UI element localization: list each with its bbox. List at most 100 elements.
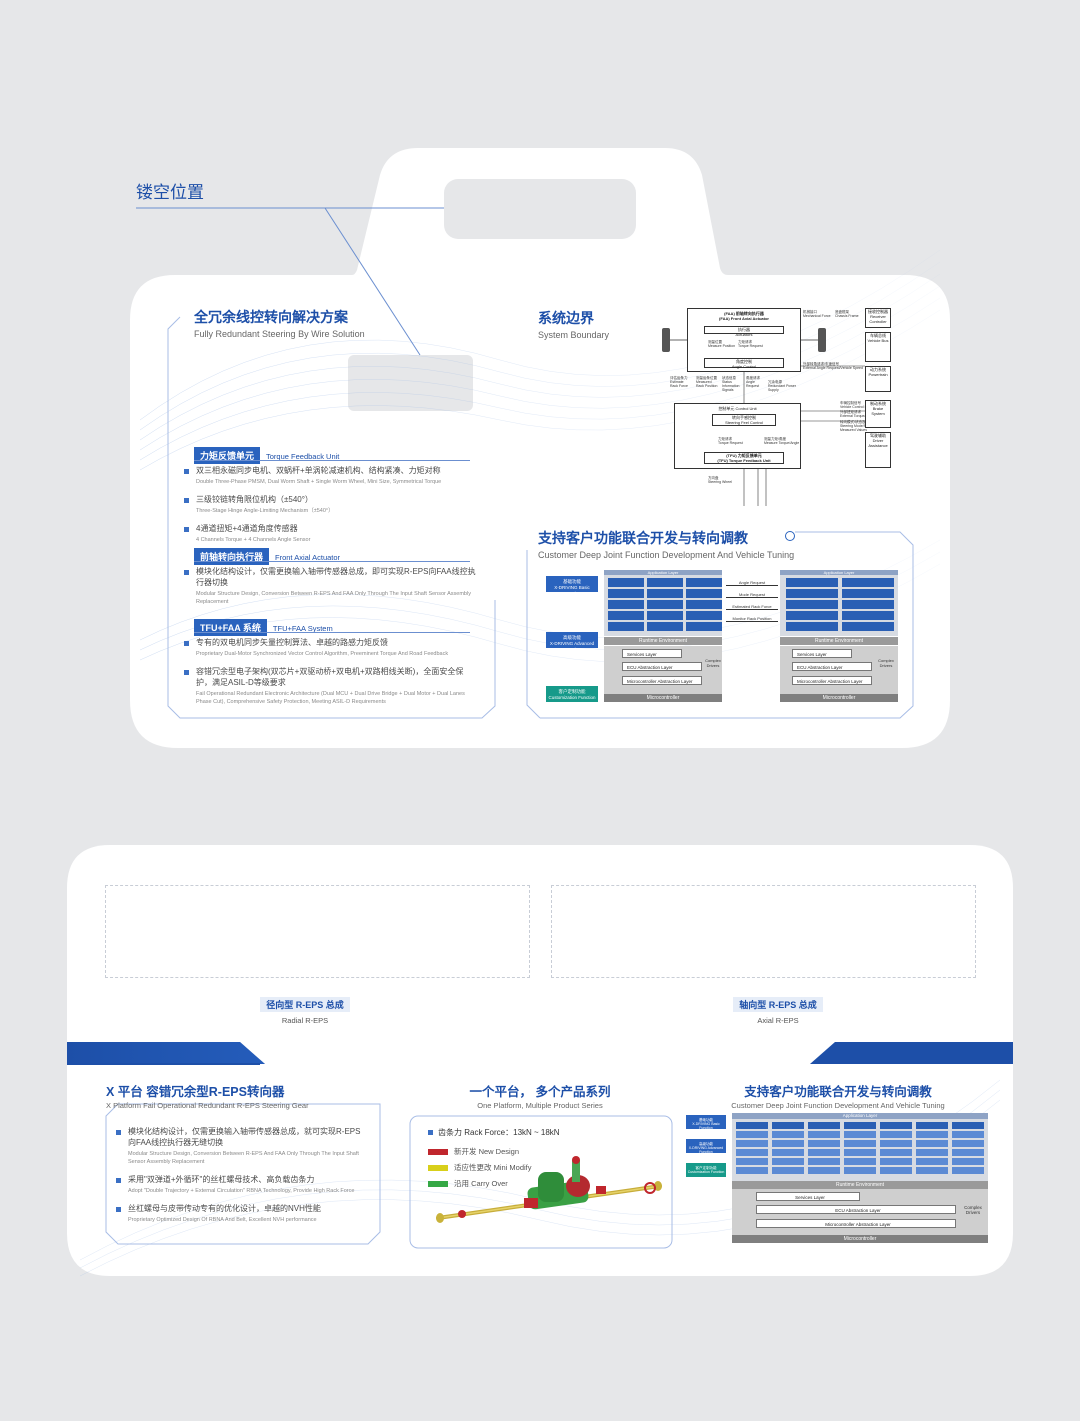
app-module-tile xyxy=(842,589,894,598)
microcontroller-bar: Microcontroller xyxy=(732,1235,988,1243)
app-module-tile xyxy=(772,1167,804,1174)
app-module-tile xyxy=(608,600,644,609)
x-platform-title: X 平台 容错冗余型R-EPS转向器 xyxy=(106,1085,285,1099)
system-boundary-diagram: (FAA) 前轴转向执行器 (FAA) Front Axial Actuator… xyxy=(660,306,895,506)
app-module-tile xyxy=(608,622,644,631)
bullet-icon xyxy=(428,1130,433,1136)
app-module-tile xyxy=(808,1140,840,1147)
legend-swatch xyxy=(428,1181,448,1188)
basic-function-label: 基础功能 X-DRIVING Basic Function xyxy=(546,576,598,596)
actuators-box: 执行器 Actuators xyxy=(704,326,784,337)
app-module-tile xyxy=(952,1167,984,1174)
angle-request-label: 角度请求 Angle Request xyxy=(746,376,760,388)
system-boundary-header: 系统边界 System Boundary xyxy=(538,308,609,340)
app-module-tile xyxy=(842,578,894,587)
app-module-tile xyxy=(647,578,683,587)
app-module-tile xyxy=(736,1158,768,1165)
app-module-tile xyxy=(952,1122,984,1129)
app-module-tile xyxy=(842,600,894,609)
customer-dev-subtitle: Customer Deep Joint Function Development… xyxy=(538,550,795,560)
legend-item: 沿用 Carry Over xyxy=(428,1178,532,1189)
list-item: 容错冗余型电子架构(双芯片+双驱动桥+双电机+双路相线关断)，全面安全保护，满足… xyxy=(184,666,479,706)
customization-label: 客户定制功能 Customization Function xyxy=(686,1163,726,1177)
measure-label: 测量位置 Measure Position xyxy=(708,340,736,348)
app-module-tile xyxy=(880,1167,912,1174)
app-module-tile xyxy=(952,1131,984,1138)
services-layer: Services Layer xyxy=(756,1192,860,1201)
section-line xyxy=(194,460,470,461)
list-item: 模块化结构设计，仅需更换输入轴带传感器总成，即可实现R-EPS向FAA线控执行器… xyxy=(184,566,479,606)
legend-swatch xyxy=(428,1149,448,1156)
radial-image-placeholder xyxy=(105,885,530,978)
basic-function-label: 基础功能 X-DRIVING Basic Function xyxy=(686,1115,726,1130)
boundary-diagram-lines xyxy=(662,328,865,506)
side-box: 制动系统 Brake System xyxy=(865,400,891,428)
runtime-bar: Runtime Environment xyxy=(604,637,722,645)
steering-wheel-label: 方向盘 Steering Wheel xyxy=(708,476,732,484)
app-module-tile xyxy=(647,611,683,620)
hollow-position-label: 镂空位置 xyxy=(136,183,204,202)
app-module-tile xyxy=(952,1140,984,1147)
steering-gear-illustration xyxy=(436,1156,662,1223)
side-box: 接收控制器 Receiver Controller xyxy=(865,308,891,328)
one-platform-subtitle: One Platform, Multiple Product Series xyxy=(477,1101,603,1110)
app-module-tile xyxy=(647,589,683,598)
app-module-tile xyxy=(647,600,683,609)
signal-label: Monitor Rack Position xyxy=(726,616,778,622)
app-module-tile xyxy=(608,578,644,587)
app-module-tile xyxy=(842,622,894,631)
app-module-tile xyxy=(952,1149,984,1156)
tfu-box: (TFU) 力矩反馈单元 (TFU) Torque Feedback Unit xyxy=(704,452,784,464)
radial-label: 径向型 R-EPS 总成 Radial R-EPS xyxy=(255,995,355,1025)
app-module-tile xyxy=(686,611,722,620)
chassis-frame-label: 底盘框架 Chassis Frame xyxy=(835,310,859,318)
legend: 新开发 New Design 适应性更改 Mini Modify 沿用 Carr… xyxy=(428,1146,532,1189)
architecture-diagram-2: 基础功能 X-DRIVING Basic Function 高级功能 X-DRI… xyxy=(686,1113,988,1245)
services-layer: Services Layer xyxy=(792,649,852,658)
customization-label: 客户定制功能 Customization Function xyxy=(546,686,598,702)
app-module-tile xyxy=(736,1140,768,1147)
top-panel-background xyxy=(130,148,950,748)
redundant-power-label: 冗余电源 Redundant Power Supply xyxy=(768,380,797,392)
app-module-tile xyxy=(916,1149,948,1156)
mcal-layer: Microcontroller Abstraction Layer xyxy=(622,676,702,685)
app-module-tile xyxy=(647,622,683,631)
app-module-tile xyxy=(916,1158,948,1165)
app-module-tile xyxy=(844,1131,876,1138)
ecu-layer: ECU Abstraction Layer xyxy=(792,662,872,671)
app-module-tile xyxy=(808,1158,840,1165)
app-module-tile xyxy=(772,1149,804,1156)
runtime-bar: Runtime Environment xyxy=(732,1181,988,1189)
app-module-tile xyxy=(786,600,838,609)
section-tag: 力矩反馈单元 xyxy=(194,447,261,464)
x-platform-list: 模块化结构设计，仅需更换输入轴带传感器总成，就可实现R-EPS向FAA线控执行器… xyxy=(116,1126,361,1232)
app-module-tile xyxy=(844,1140,876,1147)
section-tag: TFU+FAA 系统 xyxy=(194,619,267,636)
ecu-layer: ECU Abstraction Layer xyxy=(756,1205,956,1214)
app-module-tile xyxy=(772,1140,804,1147)
services-layer: Services Layer xyxy=(622,649,682,658)
section-tag-en: Front Axial Actuator xyxy=(275,553,341,562)
runtime-bar: Runtime Environment xyxy=(780,637,898,645)
app-module-tile xyxy=(808,1167,840,1174)
panel1-title: 全冗余线控转向解决方案 xyxy=(194,309,348,325)
app-module-tile xyxy=(686,622,722,631)
app-module-tile xyxy=(772,1131,804,1138)
app-module-tile xyxy=(952,1158,984,1165)
front-axial-list: 模块化结构设计，仅需更换输入轴带传感器总成，即可实现R-EPS向FAA线控执行器… xyxy=(184,566,479,614)
architecture-diagram: 基础功能 X-DRIVING Basic Function 高级功能 X-DRI… xyxy=(544,570,899,704)
app-module-tile xyxy=(736,1167,768,1174)
advanced-function-label: 高级功能 X-DRIVING Advanced Function xyxy=(686,1139,726,1154)
app-module-tile xyxy=(786,611,838,620)
x-platform-subtitle: X Platform Fail Operational Redundant R-… xyxy=(106,1101,309,1110)
complex-drivers: Complex Drivers xyxy=(964,1205,982,1215)
measure-torque-label: 测量力矩/角度 Measure Torque/Angle xyxy=(764,437,800,445)
steering-feel-box: 转向手感控制 Steering Feel Control xyxy=(712,414,776,426)
app-module-tile xyxy=(916,1122,948,1129)
